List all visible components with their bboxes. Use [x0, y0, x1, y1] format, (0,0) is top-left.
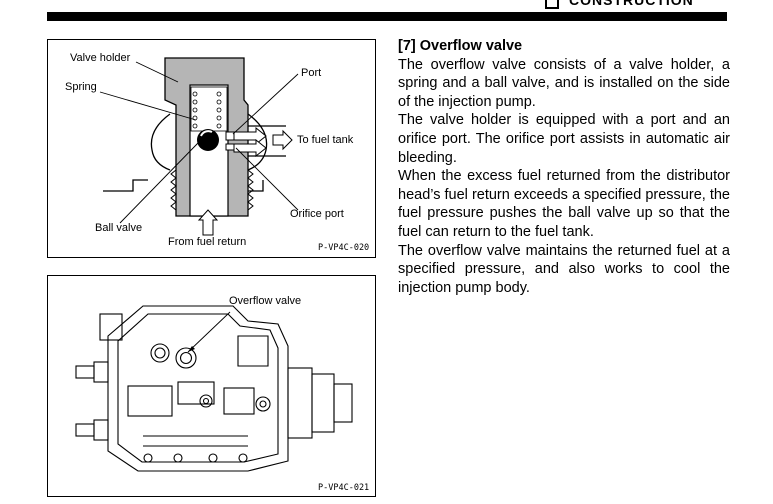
- label-spring: Spring: [65, 81, 97, 93]
- paragraph: The valve holder is equipped with a port…: [398, 112, 730, 166]
- article: [7] Overflow valve The overflow valve co…: [398, 37, 730, 297]
- label-overflow-valve: Overflow valve: [229, 295, 302, 307]
- paragraph: The overflow valve consists of a valve h…: [398, 56, 730, 110]
- figure-overflow-valve-section: Valve holder Spring Port To fuel tank Ba…: [47, 39, 376, 258]
- label-valve-holder: Valve holder: [70, 52, 131, 64]
- header-rule: [47, 12, 727, 21]
- paragraph: The overflow valve maintains the returne…: [398, 242, 730, 296]
- figure-injection-pump: Overflow valve P-VP4C-021: [47, 275, 376, 497]
- label-port: Port: [301, 67, 322, 79]
- construction-icon: [545, 0, 559, 9]
- label-from-fuel-return: From fuel return: [168, 236, 247, 248]
- injection-pump-drawing: [75, 305, 353, 472]
- article-heading: [7] Overflow valve: [398, 38, 523, 54]
- label-to-fuel-tank: To fuel tank: [297, 134, 354, 146]
- label-ball-valve: Ball valve: [95, 222, 143, 234]
- figure-code: P-VP4C-020: [318, 243, 370, 253]
- valve-cross-section-drawing: [99, 57, 299, 236]
- figure-code: P-VP4C-021: [318, 483, 370, 493]
- section-title: CONSTRUCTION: [545, 0, 694, 9]
- paragraph: When the excess fuel returned from the d…: [398, 168, 730, 240]
- label-orifice-port: Orifice port: [290, 208, 344, 220]
